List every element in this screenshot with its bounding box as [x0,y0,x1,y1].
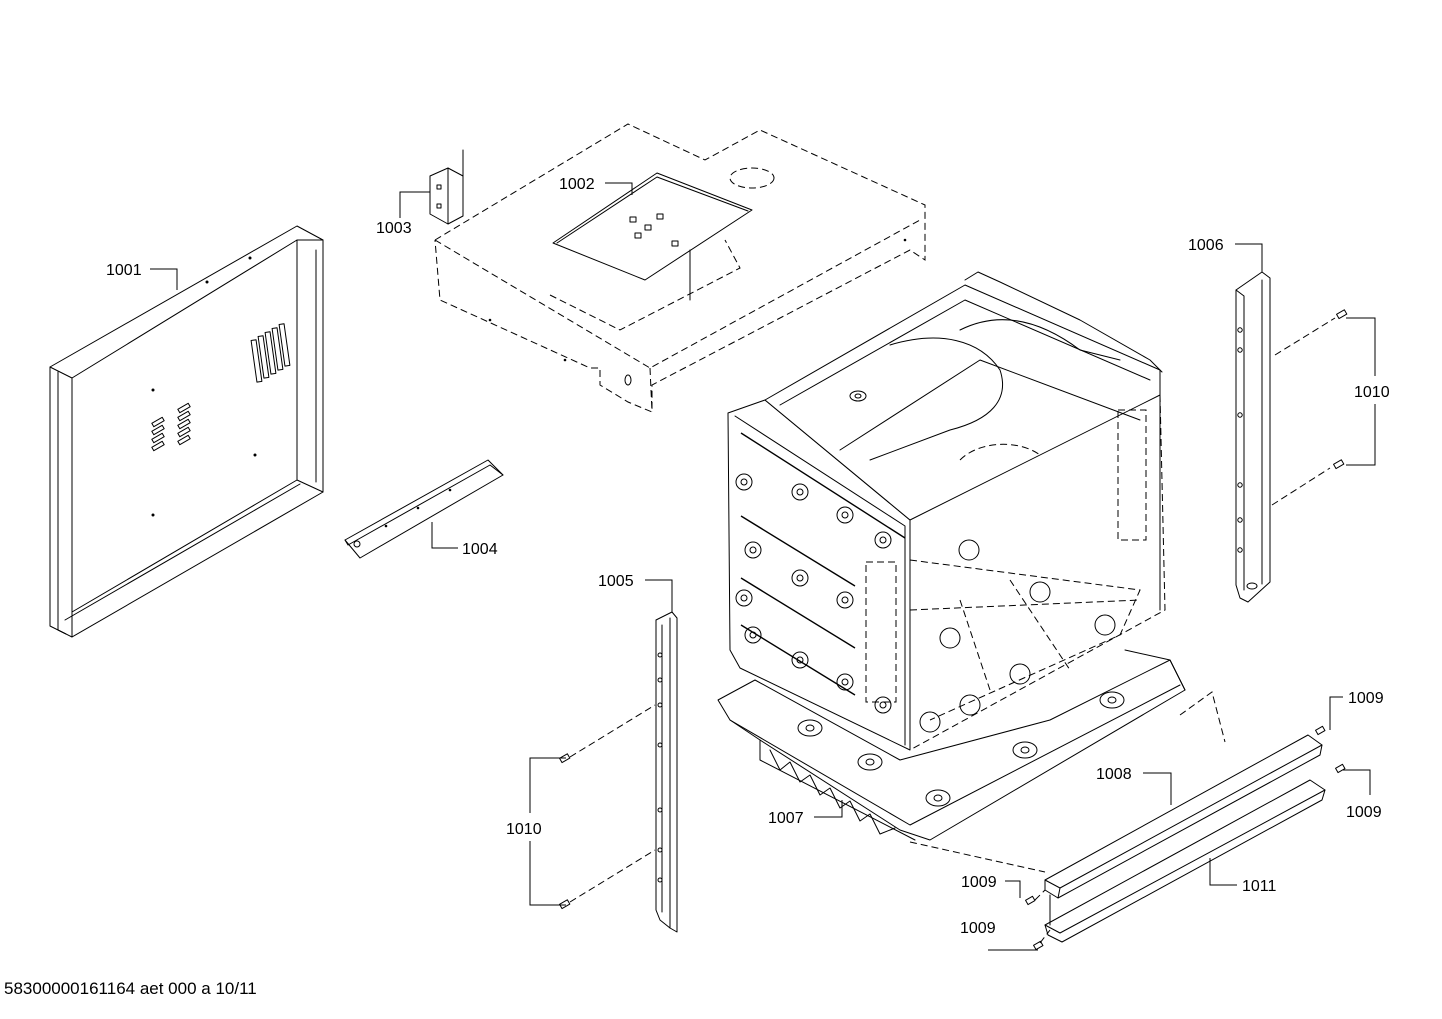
left-wall-rails [740,432,906,696]
screw-1010-lower-right [1333,459,1345,470]
label-1010-right: 1010 [1354,384,1390,401]
part-1001-rear-panel [49,225,324,638]
label-1005: 1005 [598,573,634,590]
label-1010-left: 1010 [506,821,542,838]
screw-1009-b [1335,763,1346,774]
bottom-frame-bosses [797,691,1125,807]
label-1006: 1006 [1188,237,1224,254]
assembly-guide-lines [569,317,1336,944]
floor-bosses [919,539,1116,733]
leader-lines [150,182,1376,951]
part-1011-front-trim [1044,779,1326,943]
label-1009-top-right: 1009 [1348,690,1384,707]
part-1007-bottom-frame [717,649,1186,841]
screw-1010-lower-left [559,899,571,910]
label-1009-bottom-lower: 1009 [960,920,996,937]
label-1009-right: 1009 [1346,804,1382,821]
label-1004: 1004 [462,541,498,558]
part-1006-side-rail [1235,271,1271,603]
label-1001: 1001 [106,262,142,279]
part-1002-top-cover [434,123,926,413]
vent-slots-right [250,323,291,383]
label-1007: 1007 [768,810,804,827]
label-1008: 1008 [1096,766,1132,783]
label-1002: 1002 [559,176,595,193]
left-wall-bosses [735,473,892,714]
part-1004-strip [344,459,504,559]
screw-1010-upper-right [1336,309,1348,320]
label-1009-bottom-upper: 1009 [961,874,997,891]
screw-1009-a [1315,725,1326,736]
part-1005-side-rail [655,611,678,933]
oven-cavity-frame [727,271,1166,751]
screw-1009-c [1025,895,1036,906]
label-1003: 1003 [376,220,412,237]
screws [559,309,1348,951]
document-footer-code: 58300000161164 aet 000 a 10/11 [4,979,257,998]
vent-slots-center [151,402,191,452]
label-1011: 1011 [1242,878,1277,895]
part-1003-bracket [429,149,464,225]
part-labels: 1001 1002 1003 1004 1005 1006 1007 1008 … [106,176,1390,937]
screw-1009-d [1033,940,1044,951]
